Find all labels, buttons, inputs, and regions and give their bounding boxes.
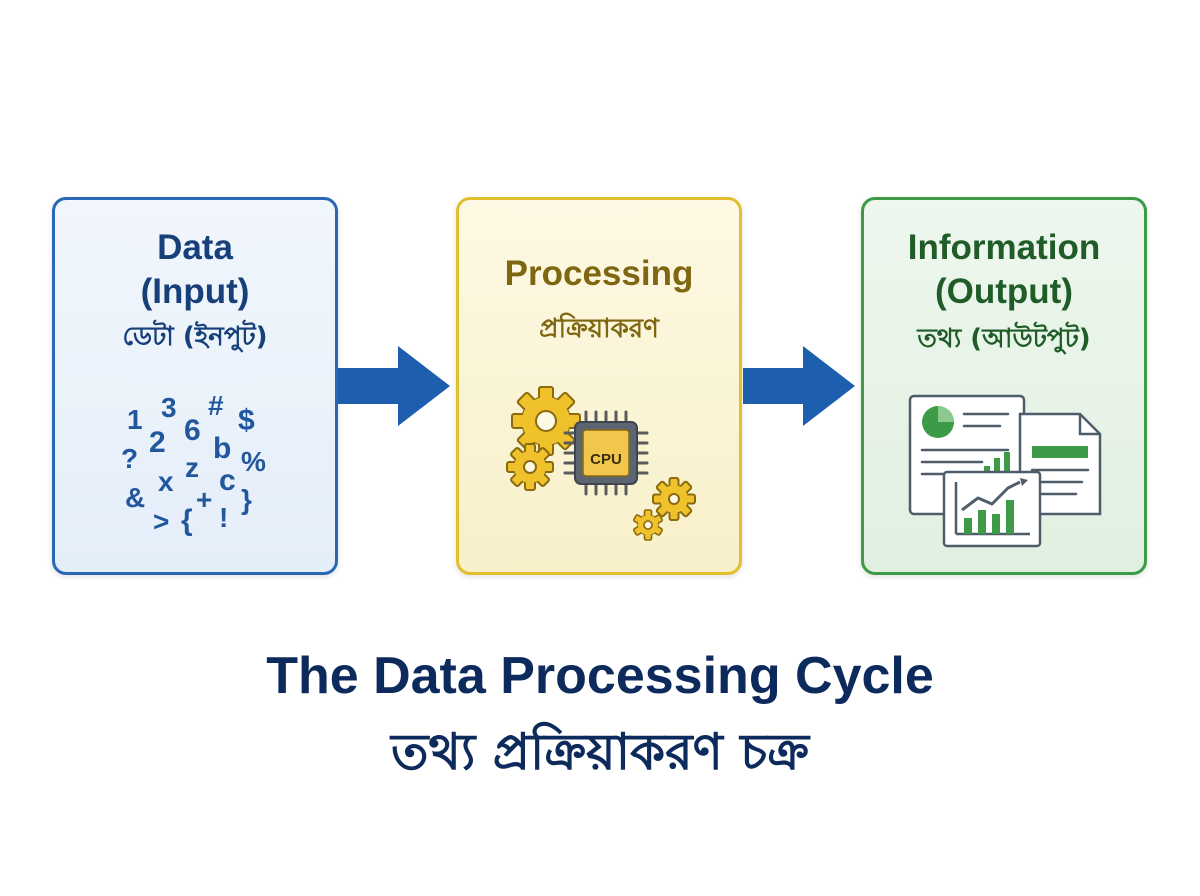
data-symbol: } (241, 484, 252, 515)
input-title: Data (Input) (140, 228, 250, 311)
arrow-shape (743, 346, 855, 426)
data-symbol: 3 (161, 392, 177, 423)
gear-icon (511, 386, 581, 456)
gear-icon (652, 477, 696, 521)
gear-icon (633, 509, 663, 541)
data-symbol: ? (121, 443, 139, 474)
gear-icon (506, 443, 554, 491)
data-symbol: 2 (149, 426, 166, 459)
data-symbol: ! (219, 502, 229, 533)
data-symbol: b (213, 432, 232, 465)
arrow-right-icon (743, 346, 855, 426)
processing-subtitle: প্রক্রিয়াকরণ (539, 314, 659, 344)
output-title: Information (Output) (907, 228, 1101, 311)
input-subtitle: ডেটা (ইনপুট) (122, 322, 268, 352)
pie-chart-icon (922, 406, 954, 438)
data-symbol: { (181, 504, 193, 537)
data-symbol: 6 (184, 414, 201, 447)
data-symbol: % (241, 446, 266, 477)
data-symbol: + (196, 484, 213, 515)
data-symbol: $ (238, 404, 255, 437)
processing-title: Processing (504, 254, 694, 293)
cpu-chip-icon (563, 410, 649, 496)
processing-box: Processing প্রক্রিয়াকরণ (456, 197, 742, 575)
output-box: Information (Output) তথ্য (আউটপুট) (861, 197, 1147, 575)
line-chart-icon (942, 470, 1042, 548)
arrow-shape (338, 346, 450, 426)
cpu-label: CPU (590, 451, 622, 468)
caption-english: The Data Processing Cycle (266, 647, 934, 705)
input-box: Data (Input) ডেটা (ইনপুট) 1 3 # $ 2 6 b … (52, 197, 338, 575)
data-symbol: 1 (127, 404, 143, 435)
output-subtitle: তথ্য (আউটপুট) (917, 324, 1091, 354)
data-symbol: & (125, 482, 146, 513)
data-symbol: # (208, 390, 224, 421)
caption-bengali: তথ্য প্রক্রিয়াকরণ চক্র (390, 723, 810, 781)
data-symbol: x (158, 466, 174, 497)
data-symbol: z (185, 452, 199, 483)
data-symbol: > (153, 506, 170, 537)
data-symbol: c (219, 464, 236, 497)
arrow-right-icon (338, 346, 450, 426)
